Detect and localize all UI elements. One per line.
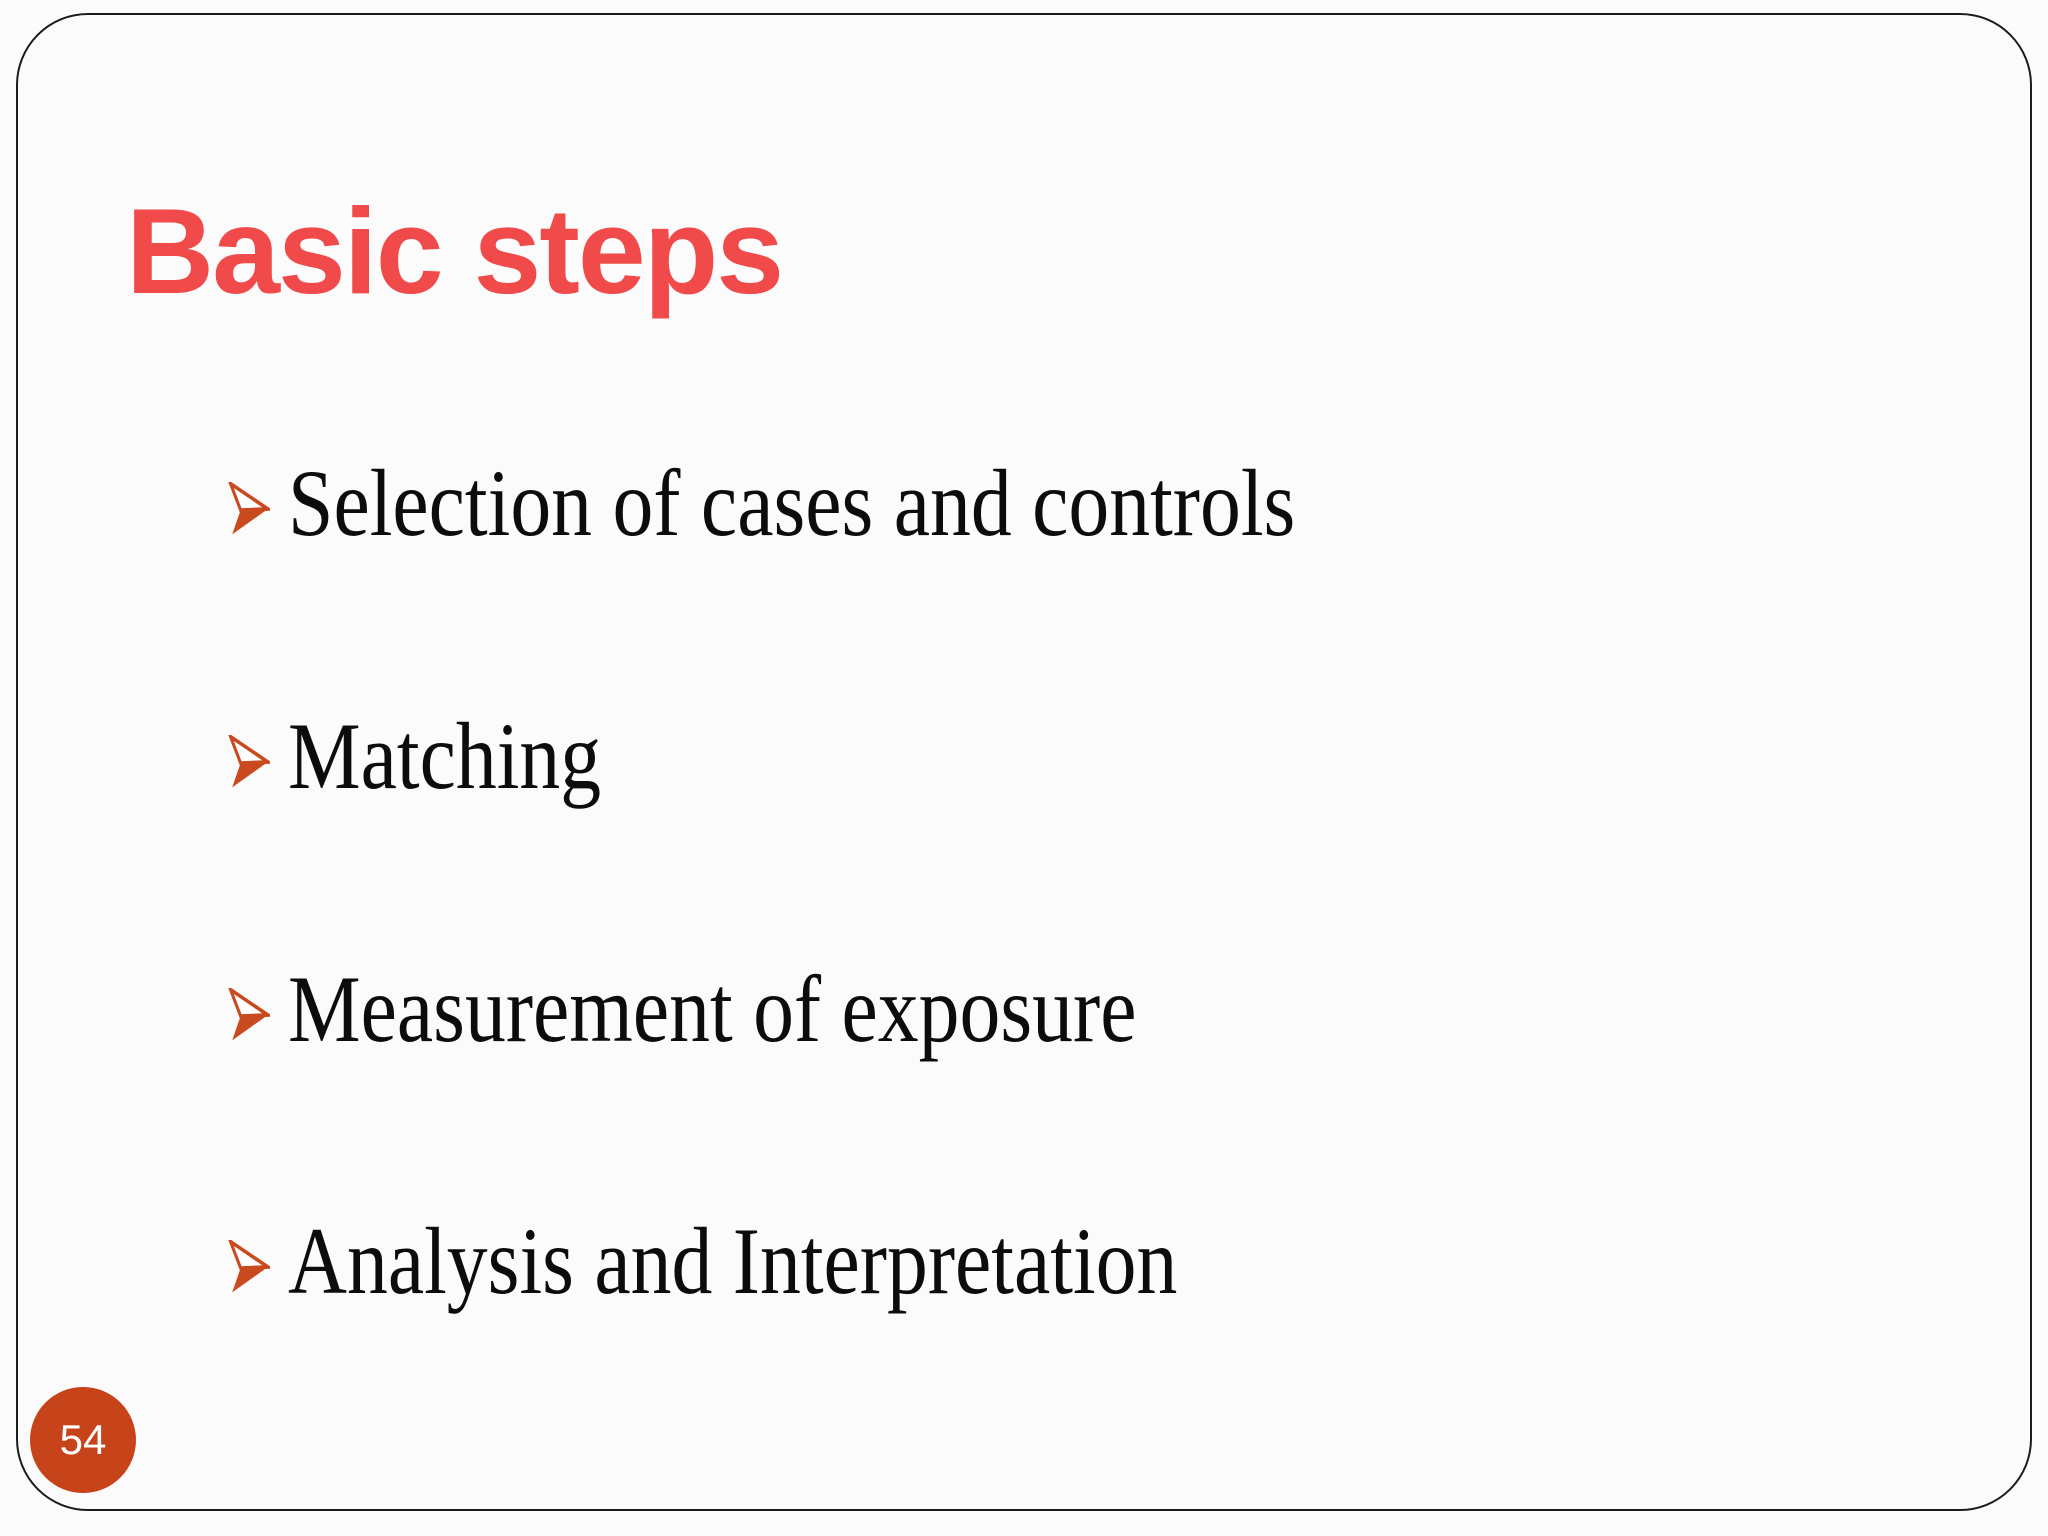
arrowhead-top-facet: [228, 987, 270, 1018]
arrowhead-top-facet: [228, 1240, 270, 1271]
three-d-arrowhead-icon: [228, 987, 270, 1040]
three-d-arrowhead-icon: [228, 1240, 270, 1293]
three-d-arrowhead-icon: [228, 734, 270, 788]
slide-title: Basic steps: [126, 182, 784, 319]
arrowhead-bottom-facet: [232, 1267, 268, 1293]
slide-border: [16, 13, 2032, 1511]
arrowhead-top-facet: [228, 734, 270, 765]
page-number-badge: 54: [30, 1387, 136, 1493]
three-d-arrowhead-icon: [228, 482, 270, 535]
bullet-item: Matching: [228, 697, 1908, 816]
arrowhead-top-facet: [228, 482, 270, 513]
bullet-item: Analysis and Interpretation: [228, 1202, 1908, 1321]
bullet-text: Measurement of exposure: [288, 955, 1137, 1062]
bullet-text: Analysis and Interpretation: [288, 1208, 1178, 1315]
page-number: 54: [59, 1416, 107, 1463]
bullet-text: Matching: [288, 702, 602, 809]
arrowhead-bottom-facet: [232, 761, 268, 788]
bullet-list: Selection of cases and controls Matching…: [228, 444, 1908, 1455]
arrowhead-bottom-facet: [232, 1014, 268, 1040]
bullet-item: Selection of cases and controls: [228, 444, 1908, 563]
bullet-text: Selection of cases and controls: [288, 450, 1296, 556]
bullet-item: Measurement of exposure: [228, 950, 1908, 1069]
arrowhead-bottom-facet: [232, 509, 268, 535]
